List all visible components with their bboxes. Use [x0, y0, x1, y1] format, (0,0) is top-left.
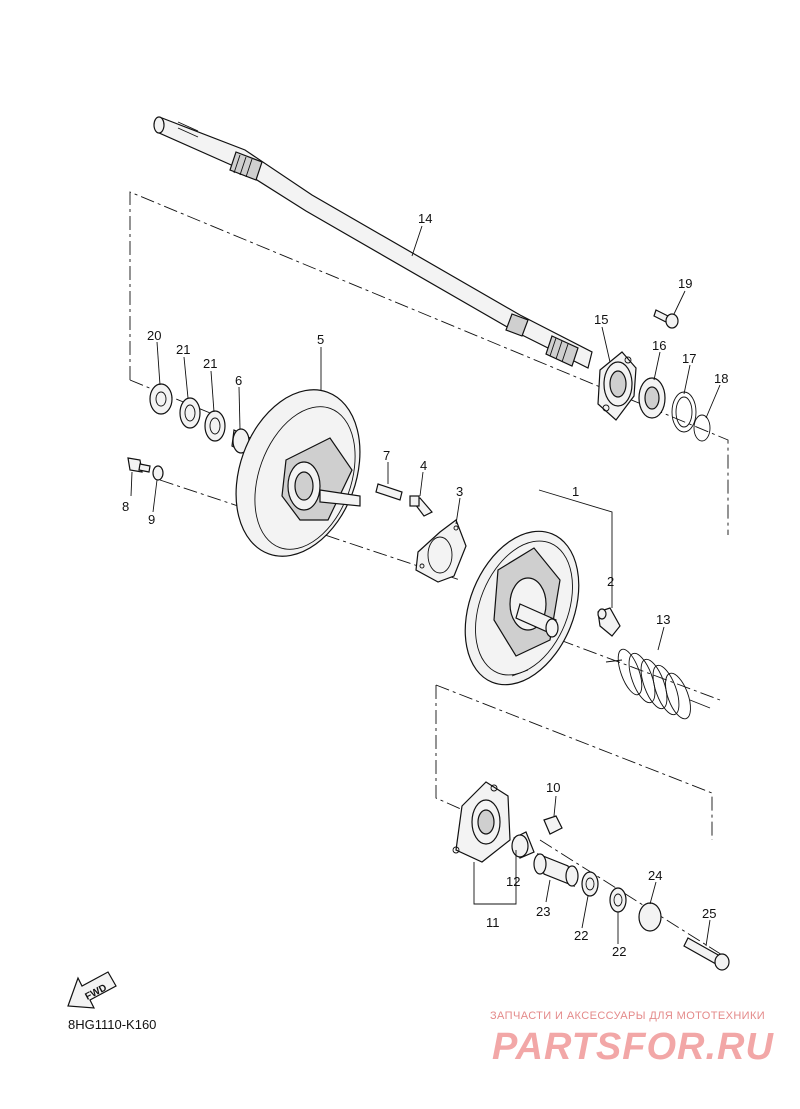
watermark-logo: PARTSFOR.RU: [492, 1026, 774, 1068]
callout-24: 24: [648, 868, 662, 883]
washer-21b: [204, 410, 226, 442]
bearing-holder-11: [452, 781, 511, 863]
collar-23: [533, 852, 579, 888]
callout-20: 20: [147, 328, 161, 343]
circlip-18: [693, 414, 711, 442]
callout-5: 5: [317, 332, 324, 347]
assembly-frame-lower: [435, 685, 464, 811]
circlip-17: [671, 391, 697, 433]
fixed-sheave: [464, 530, 580, 686]
fwd-arrow: FWD: [67, 971, 117, 1009]
leader-lines: [130, 225, 721, 947]
callout-2: 2: [607, 574, 614, 589]
callout-19: 19: [678, 276, 692, 291]
callout-3: 3: [456, 484, 463, 499]
callout-15: 15: [594, 312, 608, 327]
axis-line-3: [539, 839, 731, 961]
bearing: [638, 377, 666, 419]
axis-line-2: [559, 639, 721, 701]
callout-4: 4: [420, 458, 427, 473]
bolt-25: [683, 937, 730, 971]
callout-11: 11: [486, 915, 500, 930]
callout-8: 8: [122, 499, 129, 514]
callout-23: 23: [536, 904, 550, 919]
callout-14: 14: [418, 211, 432, 226]
callout-6: 6: [235, 373, 242, 388]
callout-labels: 1 2 3 4 5 6 7 8 9 10 11 12 13 14 15 16 1…: [122, 211, 728, 959]
diagram-code: 8HG1110-K160: [68, 1017, 157, 1032]
assembly-frame-right: [435, 684, 713, 840]
callout-18: 18: [714, 371, 728, 386]
washer-22a: [581, 871, 599, 897]
washer-22b: [609, 887, 627, 913]
callout-12: 12: [506, 874, 520, 889]
washer-24: [638, 902, 662, 932]
callout-7: 7: [383, 448, 390, 463]
slider-2: [597, 607, 621, 637]
callout-1: 1: [572, 484, 579, 499]
watermark-subtitle: ЗАПЧАСТИ И АКСЕССУАРЫ ДЛЯ МОТОТЕХНИКИ: [490, 1010, 766, 1022]
bearing-housing: [597, 351, 637, 421]
oil-seal-20: [149, 383, 173, 415]
callout-13: 13: [656, 612, 670, 627]
washer-9: [152, 465, 164, 481]
washer-21a: [179, 397, 201, 429]
callout-22b: 22: [612, 944, 626, 959]
gasket: [415, 519, 467, 583]
callout-16: 16: [652, 338, 666, 353]
callout-9: 9: [148, 512, 155, 527]
callout-22a: 22: [574, 928, 588, 943]
bolt-8: [127, 457, 151, 473]
callout-21b: 21: [203, 356, 217, 371]
bolt-19: [653, 309, 679, 329]
bolt-4: [409, 495, 433, 517]
sliding-sheave: [235, 389, 361, 557]
secondary-shaft: [153, 116, 593, 369]
callout-21a: 21: [176, 342, 190, 357]
nut-10: [543, 815, 563, 835]
callout-10: 10: [546, 780, 560, 795]
bearing-12: [511, 831, 535, 859]
pin-7: [375, 483, 403, 501]
compression-spring: [605, 648, 711, 720]
callout-25: 25: [702, 906, 716, 921]
assembly-frame-upper: [129, 191, 729, 535]
callout-17: 17: [682, 351, 696, 366]
